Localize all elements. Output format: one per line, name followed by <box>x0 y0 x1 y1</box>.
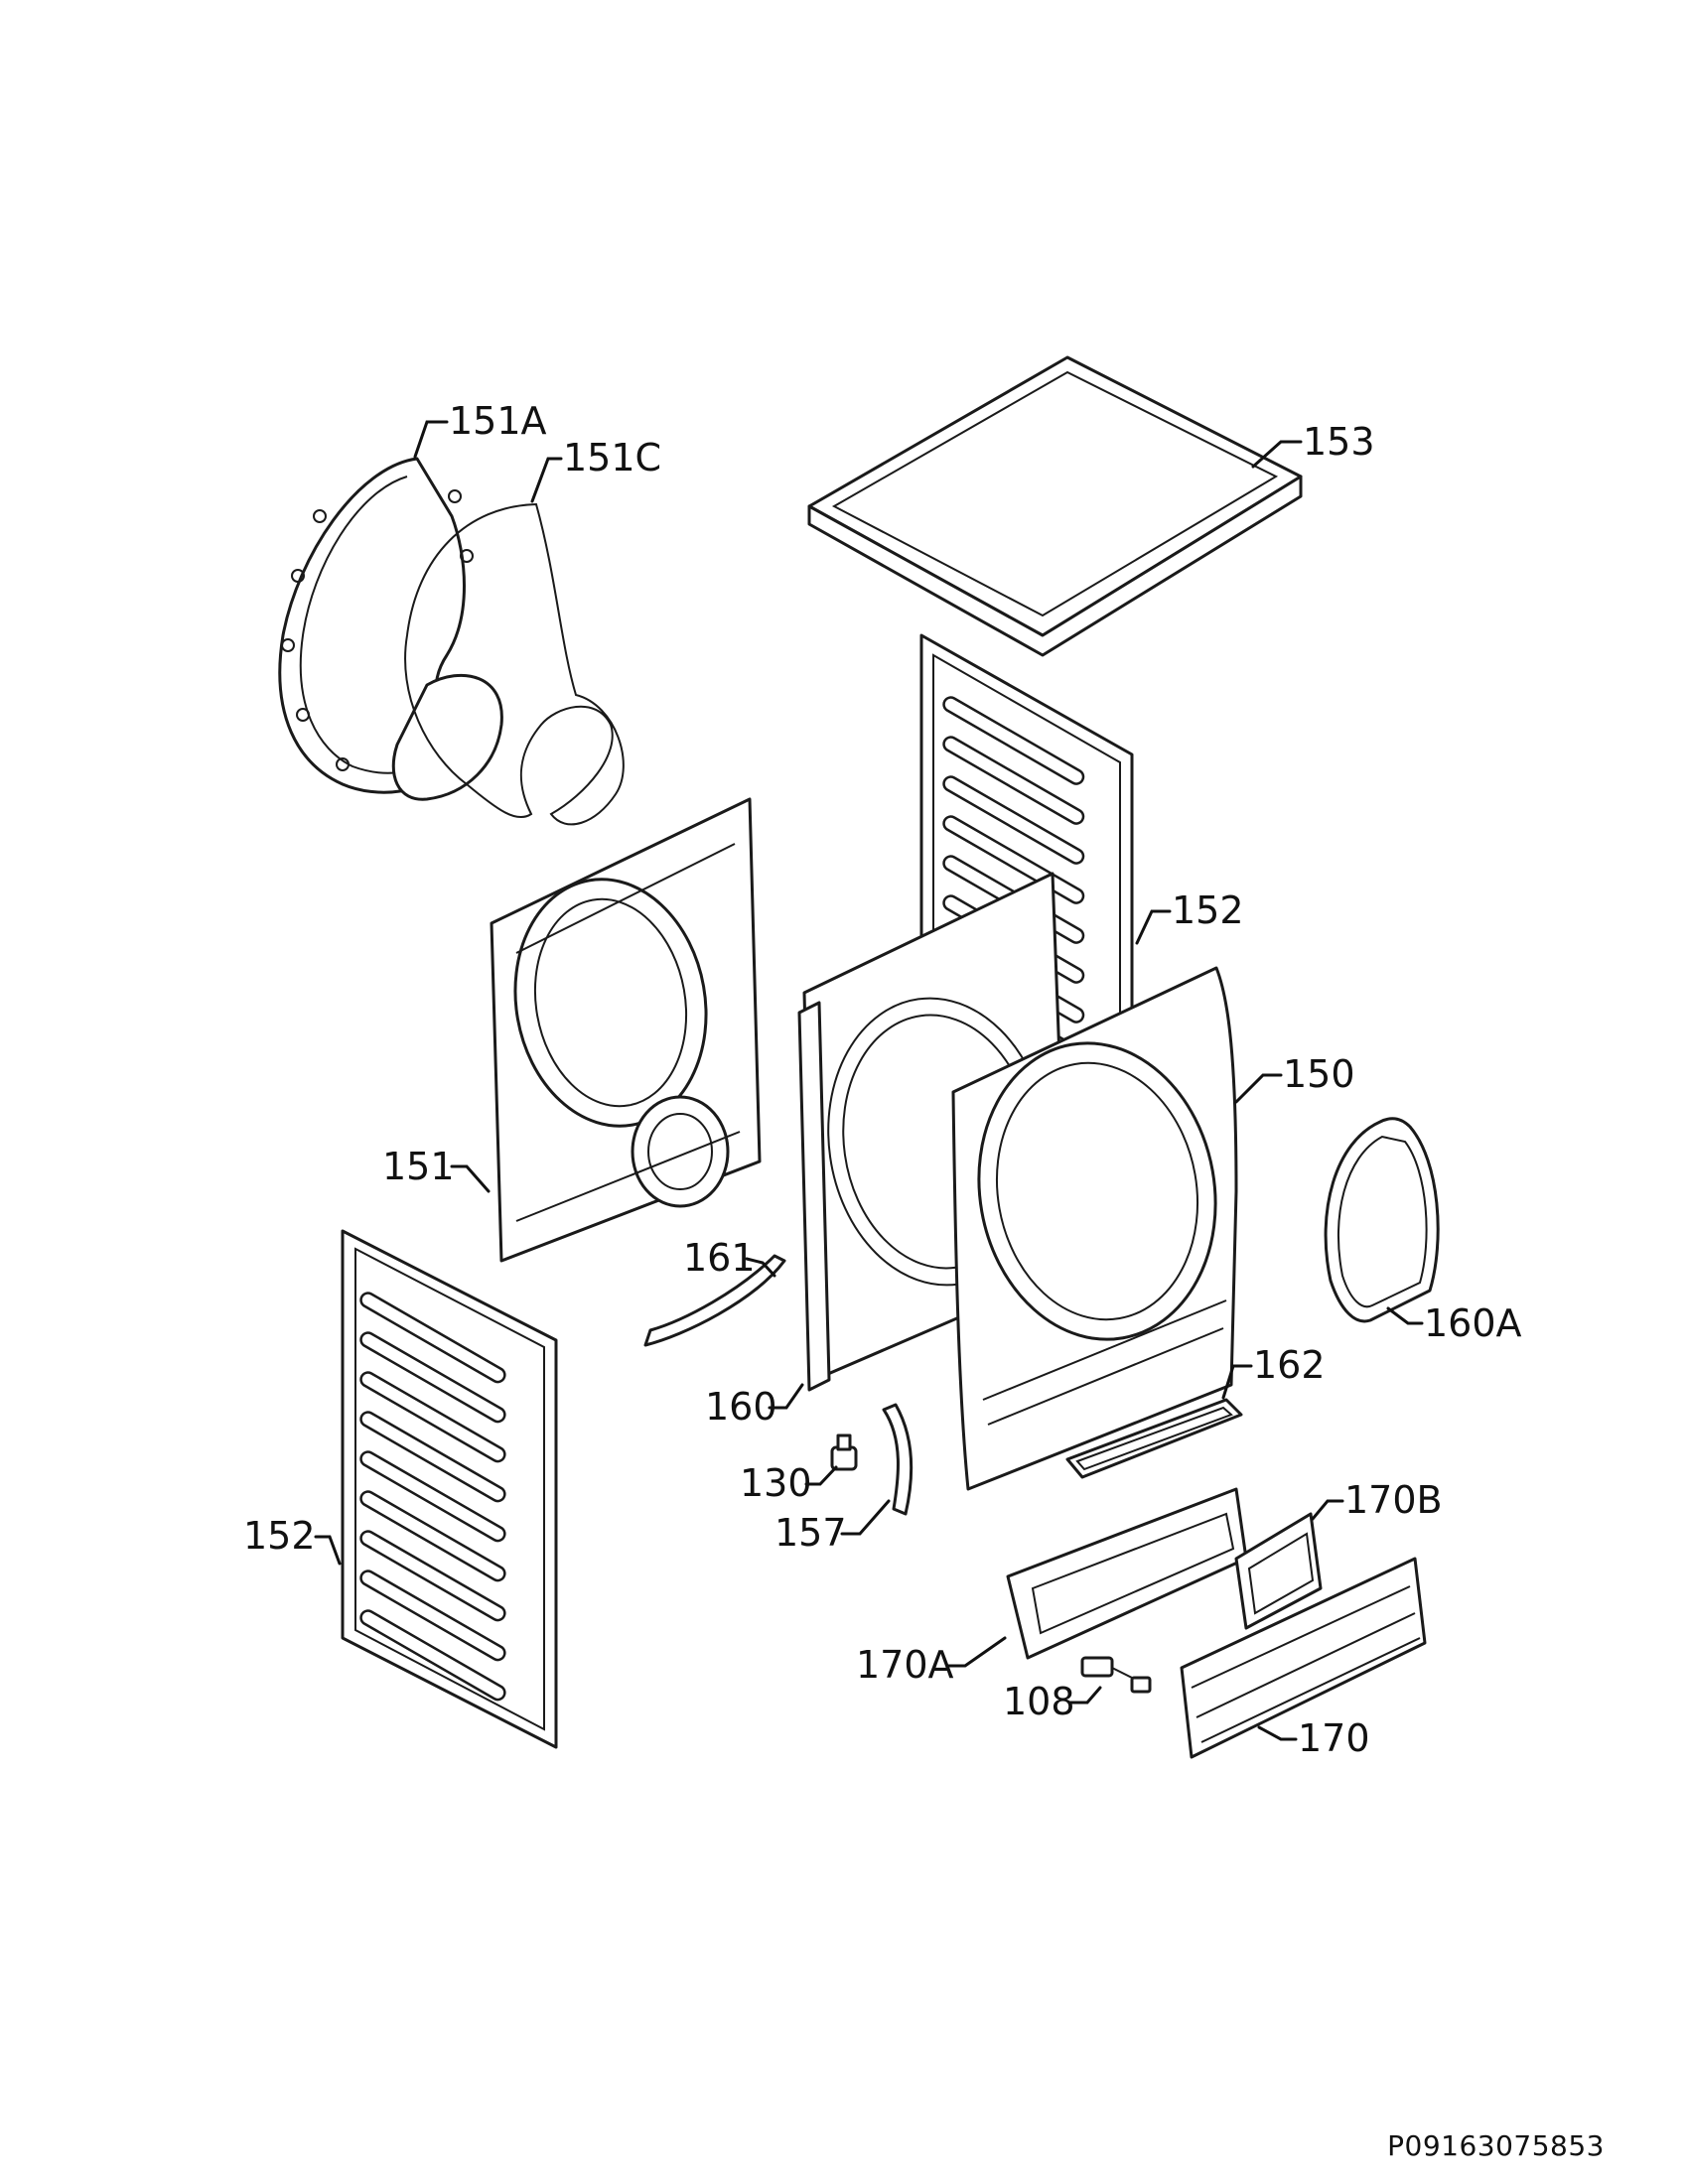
callout-160: 160 <box>705 1385 777 1429</box>
callout-162: 162 <box>1253 1343 1326 1387</box>
callout-152-bottom: 152 <box>243 1514 316 1558</box>
part-151-rear-wall <box>490 797 762 1263</box>
part-170A-plinth-frame <box>1006 1487 1248 1660</box>
part-130-foot <box>830 1433 858 1471</box>
callout-151A: 151A <box>449 399 547 443</box>
part-162-filter-seal <box>1065 1398 1243 1479</box>
callout-170A: 170A <box>856 1643 954 1687</box>
part-151A-rear-shield <box>278 457 503 801</box>
leader-162 <box>1221 1364 1253 1400</box>
leader-151C <box>530 457 563 503</box>
callout-108: 108 <box>1003 1680 1075 1723</box>
leader-152-bottom <box>314 1535 342 1566</box>
part-161-trim <box>643 1254 786 1347</box>
leader-130 <box>804 1465 838 1486</box>
leader-161 <box>745 1257 776 1278</box>
document-number: P09163075853 <box>1387 2129 1605 2162</box>
callout-161: 161 <box>683 1236 756 1280</box>
part-153-top-cover <box>807 355 1303 657</box>
leader-lines <box>314 420 1424 1741</box>
callout-151C: 151C <box>563 436 661 479</box>
leader-160 <box>768 1383 804 1410</box>
leader-153 <box>1251 440 1303 469</box>
callout-153: 153 <box>1303 420 1375 464</box>
part-170-kickplate <box>1180 1557 1427 1759</box>
part-170B-flap <box>1234 1512 1323 1630</box>
leader-150 <box>1234 1073 1283 1104</box>
callout-160A: 160A <box>1424 1301 1522 1345</box>
leader-170 <box>1257 1725 1298 1741</box>
leader-108 <box>1068 1686 1102 1705</box>
part-160A-door-seal <box>1324 1117 1440 1323</box>
callout-170B: 170B <box>1344 1478 1443 1522</box>
part-151C-drum-belt <box>404 502 625 826</box>
leader-151A <box>413 420 449 459</box>
callout-152-top: 152 <box>1172 888 1244 932</box>
leader-157 <box>840 1499 891 1536</box>
leader-170B <box>1311 1499 1344 1521</box>
leader-160A <box>1386 1306 1424 1325</box>
part-150-front-panel <box>951 966 1238 1491</box>
callout-151: 151 <box>382 1145 455 1188</box>
leader-151 <box>450 1164 491 1193</box>
leader-170A <box>946 1636 1007 1668</box>
callout-170: 170 <box>1298 1716 1370 1760</box>
part-108-switch <box>1080 1656 1152 1694</box>
callout-130: 130 <box>740 1461 812 1505</box>
leader-152-top <box>1135 909 1172 945</box>
callout-157: 157 <box>774 1511 847 1555</box>
part-152-side-panel-lower <box>341 1229 558 1749</box>
callout-150: 150 <box>1283 1052 1355 1096</box>
callout-labels: 151A 151C 153 152 150 151 161 160A 162 1… <box>243 399 1522 1760</box>
part-157-hose <box>882 1403 914 1516</box>
